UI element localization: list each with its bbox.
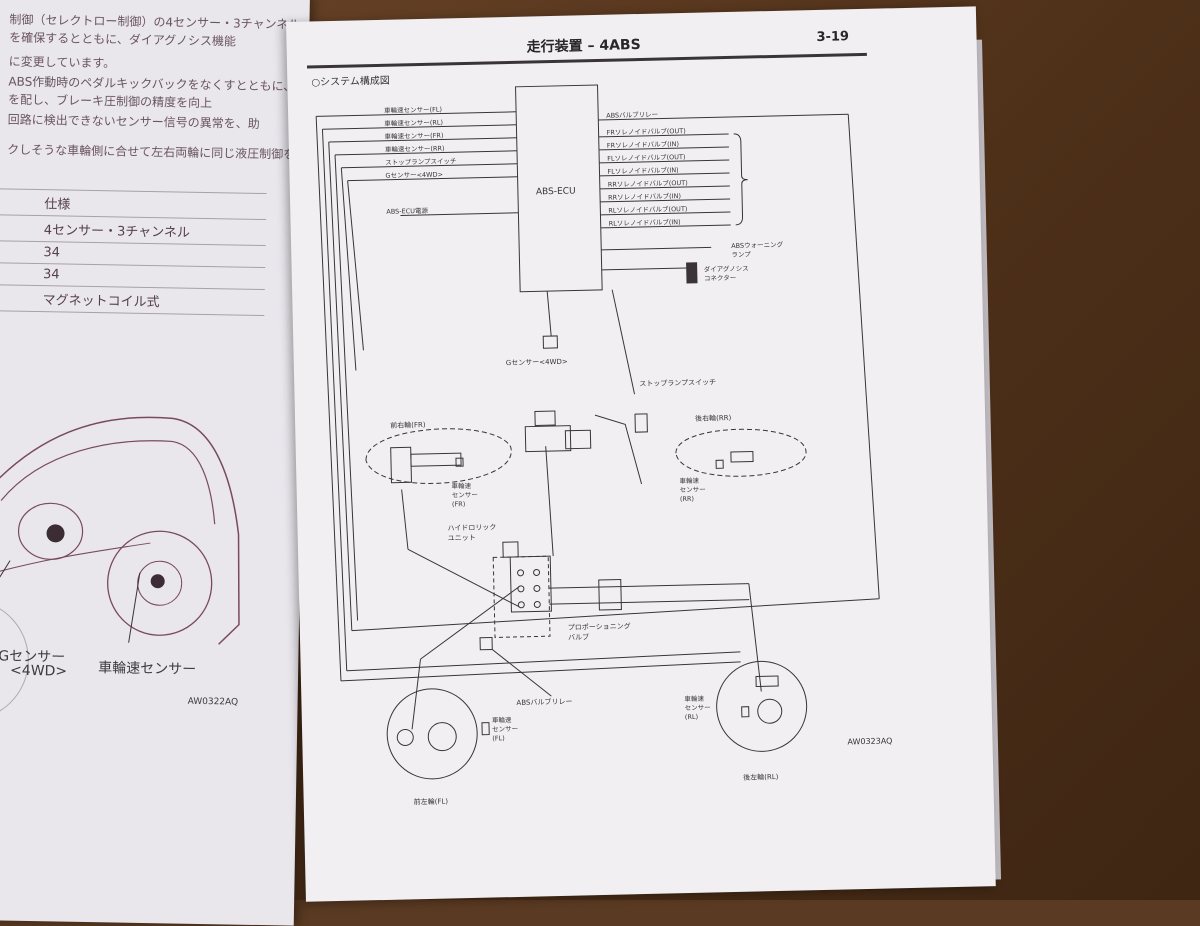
left-text-line: に変更しています。 — [9, 53, 116, 72]
left-page: 制御（セレクトロー制御）の4センサー・3チャンネル を確保するとともに、ダイアグ… — [0, 0, 310, 926]
sensor-rr-label: 車輪速 — [679, 476, 699, 485]
sensor-fr-label: 車輪速 — [451, 481, 471, 490]
table-row: マグネットコイル式 — [0, 285, 265, 316]
ecu-output-label: FRソレノイドバルブ(OUT) — [606, 126, 685, 137]
hydraulic-unit-label: ハイドロリック — [447, 523, 496, 532]
ecu-output-label: FLソレノイドバルブ(OUT) — [607, 152, 685, 163]
table-cell: マグネットコイル式 — [36, 286, 264, 316]
sensor-rl-label: センサー — [685, 704, 711, 713]
ecu-input-label: 車輪速センサー(FR) — [385, 130, 444, 140]
ecu-output-label: ABSバルブリレー — [606, 110, 658, 120]
diag-connector-label: コネクター — [704, 273, 736, 283]
sensor-fl-label: (FL) — [492, 734, 505, 742]
sensor-fl-label: センサー — [492, 725, 518, 734]
diag-connector-label: ダイアグノシス — [704, 264, 749, 274]
g-sensor-box-label: Gセンサー<4WD> — [506, 358, 568, 367]
stop-lamp-switch-label: ストップランプスイッチ — [639, 378, 716, 388]
ecu-output-label: FLソレノイドバルブ(IN) — [607, 165, 678, 176]
left-text-line: を配し、ブレーキ圧制御の精度を向上 — [8, 91, 212, 112]
ecu-input-label: Gセンサー<4WD> — [385, 170, 443, 179]
sensor-fr-label: センサー — [452, 491, 478, 500]
front-left-label: 前左輪(FL) — [414, 797, 449, 807]
proportioning-valve-label: バルブ — [568, 632, 589, 641]
ecu-output-label: RLソレノイドバルブ(IN) — [609, 217, 681, 228]
ecu-input-label: ABS-ECU電源 — [386, 206, 428, 216]
warning-lamp-label: ABSウォーニング — [731, 240, 784, 250]
sensor-rl-label: (RL) — [685, 713, 698, 721]
ecu-input-label: 車輪速センサー(RL) — [384, 117, 443, 127]
table-cell: 4センサー・3チャンネル — [38, 216, 266, 246]
abs-system-diagram: ABS-ECU 車輪速センサー(FL) 車輪速センサー(RL) 車輪速センサー(… — [286, 6, 996, 901]
car-illustration — [0, 320, 294, 786]
hydraulic-unit-label: ユニット — [448, 534, 476, 543]
right-figure-code: AW0323AQ — [847, 736, 892, 746]
front-right-label: 前右輪(FR) — [390, 420, 426, 430]
ecu-output-label: RRソレノイドバルブ(IN) — [608, 191, 681, 202]
rear-left-label: 後左輪(RL) — [743, 772, 779, 782]
table-cell: 仕様 — [38, 190, 266, 220]
ecu-input-label: 車輪速センサー(FL) — [384, 104, 442, 114]
sensor-rr-label: (RR) — [680, 495, 694, 503]
warning-lamp-label: ランプ — [731, 251, 751, 259]
ecu-output-label: RRソレノイドバルブ(OUT) — [608, 178, 688, 189]
ecu-output-label: FRソレノイドバルブ(IN) — [607, 139, 679, 150]
abs-valve-relay-label: ABSバルブリレー — [516, 697, 572, 707]
sensor-fl-label: 車輪速 — [492, 715, 512, 724]
sensor-rl-label: 車輪速 — [684, 694, 704, 703]
left-text-line: クしそうな車輪側に合せて左右両輪に同じ液圧制御を — [7, 141, 295, 163]
ecu-input-label: 車輪速センサー(RR) — [385, 143, 445, 153]
wheel-sensor-label: 車輪速センサー — [98, 657, 196, 679]
sensor-fr-label: (FR) — [452, 500, 466, 508]
ecu-input-label: ストップランプスイッチ — [385, 157, 456, 167]
rear-right-label: 後右輪(RR) — [695, 413, 732, 423]
g-sensor-sub-label: <4WD> — [10, 663, 67, 680]
spec-table: 仕様 4センサー・3チャンネル 34 34 マグネットコイル式 — [0, 188, 267, 316]
right-page: 走行装置 – 4ABS 3-19 ○システム構成図 — [286, 6, 996, 901]
left-text-line: 回路に検出できないセンサー信号の異常を、助 — [8, 111, 260, 132]
ecu-output-label: RLソレノイドバルブ(OUT) — [608, 204, 687, 215]
left-text-line: を確保するとともに、ダイアグノシス機能 — [9, 29, 236, 50]
ecu-label: ABS-ECU — [536, 186, 576, 197]
proportioning-valve-label: プロポーショニング — [568, 621, 631, 631]
sensor-rr-label: センサー — [680, 486, 706, 495]
left-figure-code: AW0322AQ — [188, 697, 239, 708]
